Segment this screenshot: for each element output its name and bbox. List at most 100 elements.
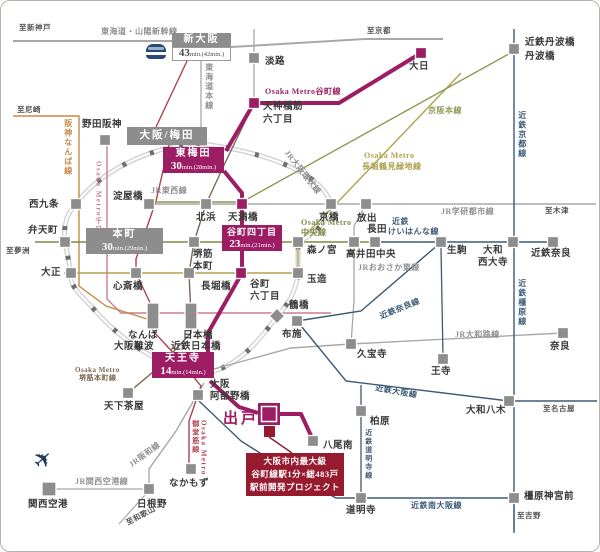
station-label-kansai-airport: 関西空港 (28, 500, 69, 510)
line-label-jr-yamatoji: JR大和路線 (455, 330, 500, 339)
station-nakamozu (184, 462, 198, 476)
station-kitahama (199, 197, 213, 211)
jr-osaka-higashi-line (350, 203, 367, 345)
station-sakaisuji-hommachi (187, 235, 201, 249)
station-label-deto: 出戸 (223, 411, 260, 427)
station-ikoma (434, 235, 448, 249)
station-nagata (368, 235, 382, 249)
line-label-keihanna-1: 近鉄 (392, 217, 409, 226)
to-wakayama-line (118, 494, 146, 525)
sennichimae-line (106, 146, 331, 314)
station-label-temmabashi: 天満橋 (228, 213, 259, 223)
line-label-minami-osaka: 近鉄南大阪線 (411, 501, 462, 510)
station-tenjimbashisuji6 (247, 96, 261, 110)
station-osaka-abenobashi (191, 388, 205, 402)
nagahori-tsurumi-ryokuchi-line (64, 72, 462, 274)
kintetsu-osaka-line (296, 320, 597, 402)
station-nara (556, 326, 570, 340)
station-label-fuse: 布施 (282, 330, 303, 340)
line-label-chuo-1: Osaka Metro (301, 218, 352, 227)
station-label-hineno: 日根野 (137, 500, 168, 510)
station-morinomiya (291, 235, 305, 249)
line-label-chuo-2: 中央線 (301, 228, 327, 237)
station-box-title: 谷町四丁目 (226, 227, 277, 237)
station-label-nishikujo: 西九条 (29, 200, 60, 210)
station-kansai-airport (41, 481, 57, 497)
line-label-nagahori-1: Osaka Metro (364, 151, 415, 160)
station-label-osaka-namba: 大阪難波 (114, 342, 155, 352)
station-label-nagahoribashi: 長堀橋 (201, 282, 232, 292)
station-label-yaominami: 八尾南 (323, 441, 354, 451)
station-yamato-saidaiji (506, 235, 520, 249)
station-box-title: 大阪/梅田 (139, 130, 195, 141)
edge-yumeshima: 至夢洲 (6, 246, 30, 255)
station-temmabashi (235, 197, 249, 211)
station-yamato-yagi (502, 394, 516, 408)
line-label-jr-osaka-higashi: JRおおさか東線 (358, 263, 420, 272)
kintetsu-ikoma-line (440, 247, 444, 357)
edge-amagasaki: 至尼崎 (17, 105, 41, 114)
station-bentencho (58, 235, 72, 249)
station-label-nakamozu: なかもず (169, 479, 210, 489)
project-leader-line (268, 436, 293, 454)
jr-yamatoji-line (213, 332, 564, 370)
station-hineno (142, 482, 156, 496)
line-label-tanimachi: Osaka Metro谷町線 (265, 87, 341, 96)
callout-line2: 谷町線駅1分×総483戸 (251, 469, 339, 479)
station-label-tengachaya: 天下茶屋 (104, 402, 145, 412)
line-label-sennichimae: Osaka Metro千日前線 (94, 161, 103, 251)
kintetsu-nara-diagonal-line (296, 243, 440, 322)
station-tamatsukuri (291, 266, 305, 280)
station-tsuruhashi (268, 307, 286, 325)
line-label-tokaido-main: 東海道本線 (204, 63, 214, 111)
line-label-kintetsu-kyoto: 近鉄京都線 (517, 111, 527, 159)
travel-time: 30min.(29min.) (101, 241, 148, 253)
station-label-yodoyabashi: 淀屋橋 (113, 192, 144, 202)
travel-time: 43min.(42min.) (172, 47, 231, 61)
shinkansen-line (13, 38, 443, 48)
station-label-tenjimbashisuji: 天神橋筋 (263, 102, 304, 112)
station-label-hanaten: 放出 (357, 214, 378, 224)
station-label-tsuruhashi: 鶴橋 (289, 301, 310, 311)
station-box-higashi-umeda: 東梅田 30min.(28min.) (163, 147, 224, 173)
station-label-nara: 奈良 (550, 342, 571, 352)
station-awaji (247, 51, 261, 65)
station-label-tambabashi: 丹波橋 (525, 52, 556, 62)
jr-kyoto-line (155, 60, 188, 128)
station-label-shinsaibashi: 心斎橋 (113, 282, 144, 292)
station-domyoji (354, 491, 368, 505)
line-label-domyoji: 近鉄道明寺線 (364, 429, 373, 480)
station-label-kyobashi: 京橋 (319, 213, 340, 223)
station-kyobashi (324, 197, 338, 211)
station-markers (41, 42, 570, 505)
edge-shin-kobe: 至新神戸 (19, 23, 51, 32)
station-label-namba: なんば (128, 331, 159, 341)
station-oji (436, 352, 450, 366)
station-label-nagata: 長田 (367, 225, 388, 235)
station-label-domyoji: 道明寺 (346, 506, 377, 516)
station-box-hommachi: 本町 30min.(29min.) (86, 228, 163, 254)
station-box-title: 天王寺 (165, 353, 201, 364)
station-tengachaya (121, 386, 135, 400)
line-label-sakaisuji-1: Osaka Metro (75, 366, 120, 374)
travel-time: 30min.(28min.) (170, 160, 217, 172)
jr-hanwa-line (148, 382, 205, 487)
line-label-keihan: 京阪本線 (428, 106, 462, 115)
line-label-jr-tozai: JR東西線 (151, 186, 188, 195)
station-label-tenjimbashisuji2: 六丁目 (263, 115, 294, 125)
line-label-nagahori-2: 長堀鶴見緑地線 (362, 162, 422, 171)
station-label-takaida-chuo: 高井田中央 (346, 250, 397, 260)
station-tambabashi (507, 42, 521, 56)
line-label-shinkansen: 東海道・山陽新幹線 (101, 27, 178, 36)
station-label-kyuhoji: 久宝寺 (357, 350, 388, 360)
station-label-tanimachi6-2: 六丁目 (250, 292, 281, 302)
station-nagahoribashi (182, 266, 196, 280)
station-dainichi (414, 46, 428, 60)
edge-nagoya: 至名古屋 (543, 404, 575, 413)
station-deto (258, 403, 280, 425)
station-label-awaji: 淡路 (265, 57, 286, 67)
station-namba (146, 302, 160, 330)
station-label-kitahama: 北浜 (196, 213, 217, 223)
station-label-taisho: 大正 (41, 268, 62, 278)
